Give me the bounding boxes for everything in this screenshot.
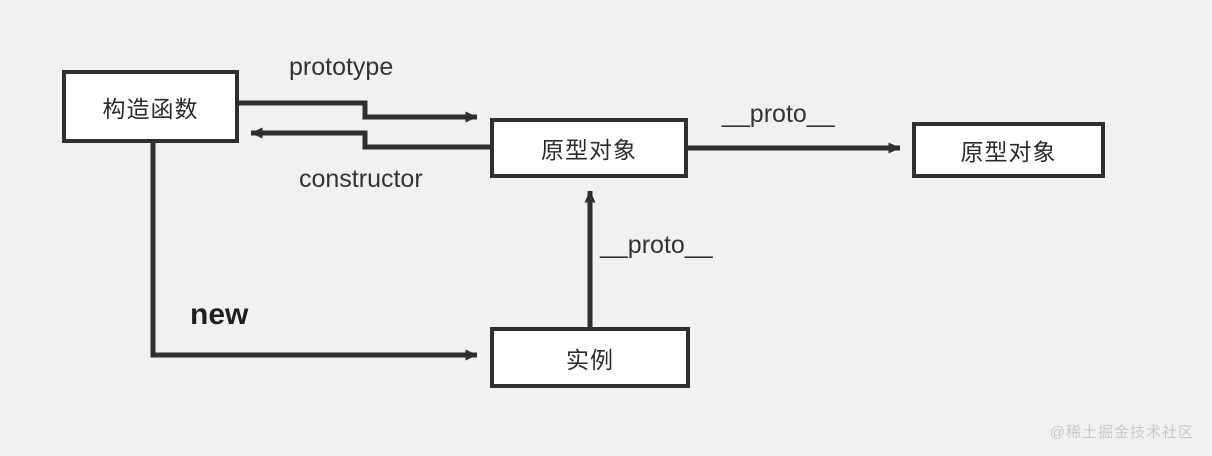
watermark: @稀土掘金技术社区 [1049,424,1194,441]
edge-prototype-line [239,100,478,123]
node-prototype-object[interactable]: 原型对象 [490,118,688,178]
edge-constructor-line [250,127,490,150]
edge-new-line [150,143,478,361]
node-constructor-function[interactable]: 构造函数 [62,70,239,143]
edge-label-constructor: constructor [299,165,423,193]
node-instance-label: 实例 [566,346,614,373]
node-prototype-object-root[interactable]: 原型对象 [912,122,1105,178]
edge-label-proto-top: __proto__ [722,100,835,128]
node-instance[interactable]: 实例 [490,327,690,388]
edge-label-proto-mid: __proto__ [600,231,713,259]
node-prototype-object-root-label: 原型对象 [960,139,1057,165]
edge-label-new: new [190,298,249,331]
node-constructor-function-label: 构造函数 [102,95,199,122]
node-prototype-object-label: 原型对象 [541,137,637,163]
edge-label-prototype: prototype [289,53,394,81]
